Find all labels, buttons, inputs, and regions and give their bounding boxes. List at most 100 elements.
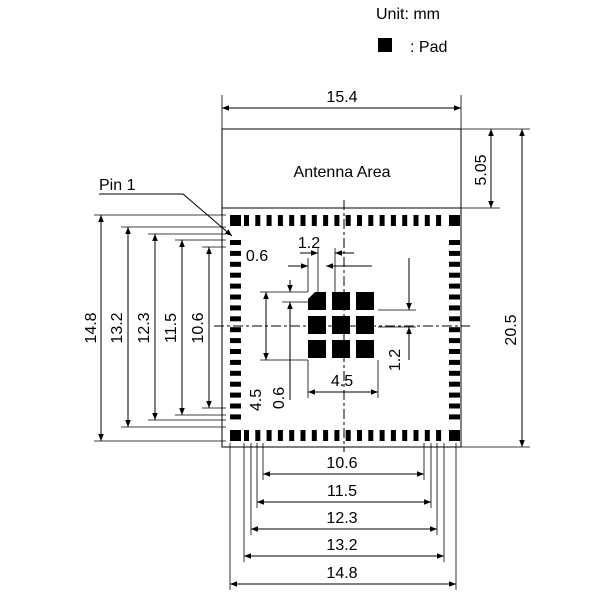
perimeter-pad <box>449 261 460 267</box>
perimeter-pad <box>436 430 442 441</box>
perimeter-pad <box>230 316 241 322</box>
perimeter-pad <box>449 305 460 311</box>
perimeter-pad <box>323 430 329 441</box>
perimeter-pad <box>449 316 460 322</box>
perimeter-pad <box>449 349 460 354</box>
perimeter-pad <box>289 215 295 226</box>
perimeter-pad <box>311 215 317 226</box>
pad-legend-swatch <box>378 38 392 52</box>
perimeter-pad <box>230 240 241 245</box>
perimeter-pad-corner <box>230 430 241 441</box>
perimeter-pad <box>368 430 374 441</box>
dim-inner-pad-v: 0.6 <box>271 387 288 409</box>
dim-left-12-3: 12.3 <box>136 312 153 343</box>
dim-top-width: 15.4 <box>326 89 357 106</box>
perimeter-pad <box>230 261 241 267</box>
center-pad <box>308 340 326 358</box>
perimeter-pad <box>402 215 408 226</box>
perimeter-pad <box>390 430 396 441</box>
perimeter-pad <box>230 305 241 311</box>
perimeter-pad <box>289 430 295 441</box>
perimeter-pad <box>368 215 374 226</box>
center-pad-pin1 <box>308 292 326 310</box>
dim-inner-pad-h: 0.6 <box>246 248 268 265</box>
perimeter-pad <box>449 381 460 387</box>
dim-antenna-height: 5.05 <box>473 154 490 185</box>
dim-bottom-10-6: 10.6 <box>326 455 357 472</box>
perimeter-pad <box>266 215 272 226</box>
perimeter-pad <box>230 294 241 300</box>
dim-left-14-8: 14.8 <box>83 312 100 343</box>
perimeter-pad <box>230 359 241 365</box>
perimeter-pad <box>379 430 385 441</box>
dim-bottom-12-3: 12.3 <box>326 510 357 527</box>
dim-left-10-6: 10.6 <box>190 312 207 343</box>
perimeter-pad <box>449 250 460 256</box>
dim-left-11-5: 11.5 <box>163 313 180 343</box>
perimeter-pad <box>230 272 241 278</box>
pin1-label: Pin 1 <box>99 177 136 194</box>
perimeter-pad <box>402 430 408 441</box>
center-pad <box>356 292 374 310</box>
perimeter-pad <box>345 430 351 441</box>
dim-bottom-11-5: 11.5 <box>327 483 357 500</box>
perimeter-pad <box>255 215 261 226</box>
perimeter-pad <box>449 338 460 344</box>
dim-inner-span-v: 4.5 <box>248 389 265 411</box>
center-pads <box>308 292 374 358</box>
perimeter-pad <box>230 250 241 256</box>
unit-label: Unit: mm <box>376 6 440 23</box>
perimeter-pad <box>449 403 460 409</box>
perimeter-pad <box>266 430 272 441</box>
perimeter-pad <box>449 327 460 333</box>
module-outline <box>221 128 462 448</box>
perimeter-pad <box>230 414 241 420</box>
perimeter-pad <box>449 414 460 420</box>
dim-inner-pitch-h: 1.2 <box>298 235 320 252</box>
perimeter-pad <box>413 430 419 441</box>
perimeter-pad <box>244 430 249 441</box>
perimeter-pad <box>244 215 249 226</box>
perimeter-pad <box>300 215 306 226</box>
pad-legend-label: : Pad <box>410 39 447 56</box>
perimeter-pad <box>230 392 241 398</box>
perimeter-pad <box>230 349 241 354</box>
left-dimensions: 14.8 13.2 12.3 11.5 10.6 <box>83 214 226 442</box>
dim-inner-span-h: 4.5 <box>331 373 353 390</box>
center-pad <box>332 340 350 358</box>
dim-inner-pitch-v: 1.2 <box>387 349 404 371</box>
perimeter-pad <box>334 430 340 441</box>
perimeter-pad <box>230 327 241 333</box>
perimeter-pad <box>277 215 283 226</box>
perimeter-pad <box>379 215 385 226</box>
perimeter-pad <box>424 430 430 441</box>
perimeter-pad-corner <box>449 430 460 441</box>
dim-bottom-13-2: 13.2 <box>326 537 357 554</box>
perimeter-pad <box>357 430 362 441</box>
perimeter-pad <box>436 215 442 226</box>
perimeter-pad <box>449 294 460 300</box>
perimeter-pad <box>230 338 241 344</box>
perimeter-pad <box>300 430 306 441</box>
center-pad <box>332 292 350 310</box>
perimeter-pad <box>449 359 460 365</box>
antenna-area-label: Antenna Area <box>294 164 391 181</box>
perimeter-pad <box>449 240 460 245</box>
inner-dimensions: 1.2 0.6 4.5 4.5 0.6 1.2 <box>246 235 416 411</box>
perimeter-pad <box>449 392 460 398</box>
perimeter-pad-corner <box>230 215 241 226</box>
perimeter-pad <box>449 283 460 289</box>
perimeter-pad <box>334 215 340 226</box>
dim-bottom-14-8: 14.8 <box>326 565 357 582</box>
perimeter-pad <box>449 272 460 278</box>
center-pad <box>356 340 374 358</box>
perimeter-pad <box>230 370 241 376</box>
perimeter-pad <box>311 430 317 441</box>
perimeter-pads <box>230 215 460 441</box>
dim-total-height: 20.5 <box>503 314 520 345</box>
perimeter-pad <box>345 215 351 226</box>
center-pad <box>332 316 350 334</box>
perimeter-pad-corner <box>449 215 460 226</box>
perimeter-pad <box>424 215 430 226</box>
